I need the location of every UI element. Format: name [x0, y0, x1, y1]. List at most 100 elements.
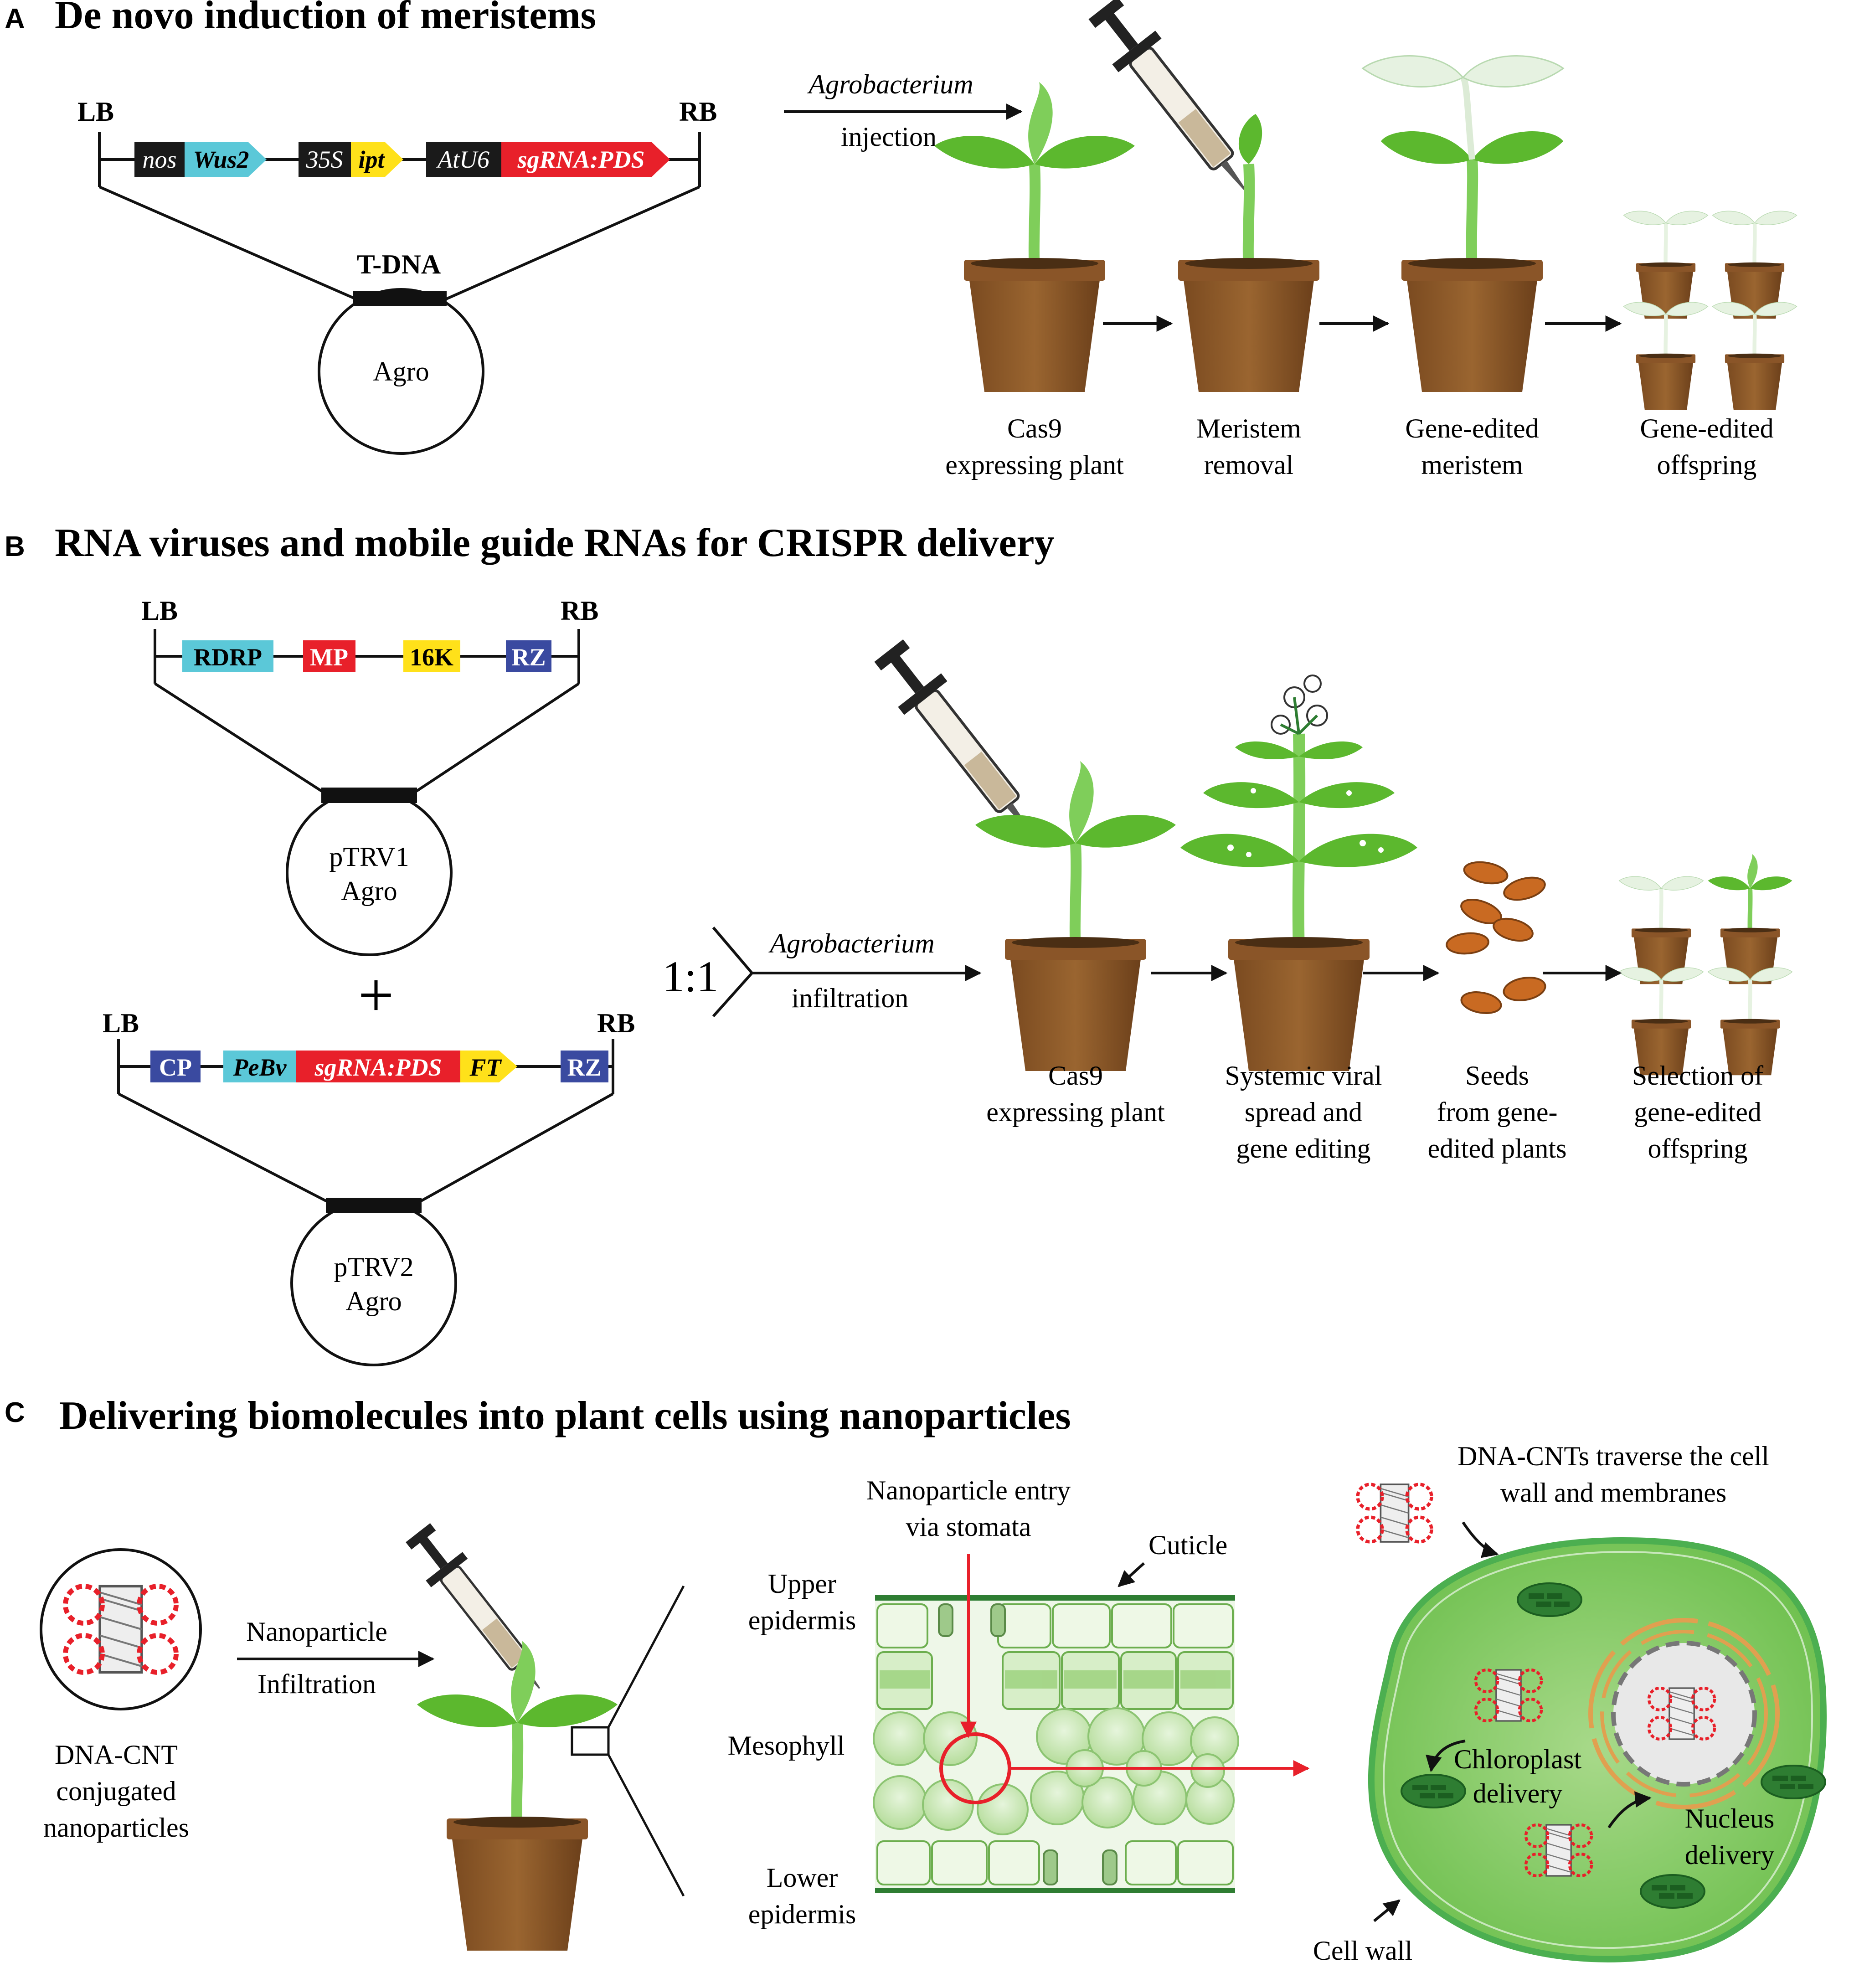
cp-gene: [150, 1051, 201, 1082]
rdrp-label: RDRP: [194, 644, 262, 671]
nos-promoter: [134, 142, 185, 177]
panel-b-letter: B: [5, 531, 25, 562]
ptrv1-line2: Agro: [341, 876, 397, 906]
panel-a-syringe: [1082, 0, 1268, 208]
wus2-gene: [185, 142, 267, 177]
stage-a3-line1: Gene-edited: [1405, 413, 1539, 443]
chloroplast-line2: delivery: [1473, 1778, 1563, 1808]
stage-b2-line3: gene editing: [1236, 1133, 1371, 1164]
traverse-line2: wall and membranes: [1500, 1478, 1727, 1508]
ptrv2-line2: Agro: [345, 1286, 402, 1316]
stage-b2-line2: spread and: [1245, 1097, 1362, 1127]
sgrna-pds-label-2: sgRNA:PDS: [314, 1054, 442, 1081]
traverse-arrow: [1462, 1521, 1499, 1558]
cell-wall-label: Cell wall: [1313, 1936, 1412, 1966]
panel-a-rb: RB: [679, 97, 717, 127]
chloroplast-1: [1517, 1582, 1582, 1617]
nos-label: nos: [142, 146, 176, 173]
panel-c-letter: C: [5, 1397, 25, 1428]
mp-label: MP: [310, 644, 348, 671]
atu6-label: AtU6: [436, 146, 489, 173]
stage-b4-line3: offspring: [1648, 1133, 1748, 1164]
stage-a1-line2: expressing plant: [945, 450, 1124, 480]
rz-gene-1: [506, 640, 551, 672]
cnt-label: DNA-CNT conjugated nanoparticles: [43, 1740, 189, 1843]
chloroplast-4: [1640, 1874, 1705, 1909]
ipt-gene: [351, 142, 403, 177]
lower-epidermis-line1: Lower: [767, 1863, 838, 1893]
ptrv2-tdna-bar: [326, 1198, 422, 1213]
trv2-rb: RB: [597, 1008, 635, 1038]
panel-c-title: Delivering biomolecules into plant cells…: [59, 1394, 1071, 1438]
rz-label-1: RZ: [511, 644, 546, 671]
cell-wall-arrow: [1373, 1899, 1401, 1922]
panel-c-arrow-top: Nanoparticle: [246, 1617, 387, 1647]
upper-epidermis-line1: Upper: [768, 1569, 836, 1599]
cp-label: CP: [159, 1054, 192, 1081]
nucleus-line2: delivery: [1685, 1840, 1775, 1870]
entry-label-line2: via stomata: [906, 1512, 1031, 1542]
stage-b1-line2: expressing plant: [986, 1097, 1165, 1127]
mp-gene: [303, 640, 355, 672]
panel-a-plant-2: [1178, 114, 1319, 392]
cnt-label-line1: DNA-CNT: [55, 1740, 178, 1770]
panel-c-arrow-bottom: Infiltration: [258, 1669, 376, 1699]
trv2-line-left: [118, 1092, 331, 1205]
sgrna-pds-gene-2: [296, 1051, 460, 1082]
stage-b1-line1: Cas9: [1048, 1061, 1103, 1091]
panel-b-stage-labels: Cas9 expressing plant Systemic viral spr…: [986, 1061, 1763, 1164]
panel-b-plant-2: [1180, 675, 1417, 1071]
nucleus: [1588, 1618, 1780, 1809]
trv1-line-right: [409, 682, 580, 797]
trv2-line-right: [416, 1092, 614, 1205]
stage-b4-line2: gene-edited: [1634, 1097, 1761, 1127]
tdna-bar: [353, 291, 447, 306]
chloroplast-arrow: [1426, 1740, 1466, 1772]
trv2-lb: LB: [103, 1008, 139, 1038]
pebv-label: PeBv: [233, 1054, 287, 1081]
atu6-promoter: [426, 142, 501, 177]
chloroplast-line1: Chloroplast: [1454, 1744, 1581, 1774]
nucleus-line1: Nucleus: [1685, 1803, 1775, 1833]
panel-a-offspring: [1624, 211, 1797, 410]
ptrv2-plasmid: [290, 1200, 457, 1366]
stage-a2-line1: Meristem: [1196, 413, 1301, 443]
cnt-label-line2: conjugated: [56, 1776, 176, 1806]
panel-a-plant-3: [1361, 55, 1565, 392]
cnt-label-line3: nanoparticles: [43, 1813, 189, 1843]
panel-a-tdna-right: [441, 185, 700, 302]
panel-a-lb: LB: [77, 97, 114, 127]
entry-label-line1: Nanoparticle entry: [866, 1475, 1071, 1505]
stage-b3-line3: edited plants: [1428, 1133, 1567, 1164]
panel-a-arrow-top: Agrobacterium: [807, 69, 973, 99]
stage-b3-line2: from gene-: [1437, 1097, 1558, 1127]
tdna-label: T-DNA: [357, 249, 441, 279]
chloroplast-3: [1761, 1765, 1826, 1799]
rdrp-gene: [182, 640, 273, 672]
zoom-line-bottom: [607, 1754, 685, 1897]
cuticle-arrow: [1118, 1562, 1145, 1587]
leaf-cross-section: [873, 1595, 1239, 1893]
panel-a-letter: A: [5, 3, 25, 35]
stage-a4-line1: Gene-edited: [1640, 413, 1773, 443]
stage-a3-line2: meristem: [1421, 450, 1523, 480]
plant-cell-membrane: [1383, 1550, 1813, 1949]
panel-a-title: De novo induction of meristems: [55, 0, 596, 37]
ptrv1-line1: pTRV1: [329, 842, 409, 872]
trv1-rb: RB: [561, 596, 598, 626]
zoom-line-top: [607, 1585, 685, 1728]
panel-b-seeds: [1446, 861, 1546, 1014]
stage-a2-line2: removal: [1204, 450, 1294, 480]
pebv-gene: [223, 1051, 296, 1082]
ipt-label: ipt: [358, 146, 385, 173]
panel-a-plant-1: [934, 82, 1135, 392]
panel-b-arrow-top: Agrobacterium: [768, 928, 934, 958]
plus-sign: +: [358, 960, 394, 1030]
rz-label-2: RZ: [567, 1054, 601, 1081]
agro-plasmid: [318, 288, 484, 455]
ratio-label: 1:1: [663, 952, 719, 1001]
ptrv1-plasmid: [286, 789, 453, 956]
rz-gene-2: [561, 1051, 608, 1082]
stage-b3-line1: Seeds: [1465, 1061, 1529, 1091]
